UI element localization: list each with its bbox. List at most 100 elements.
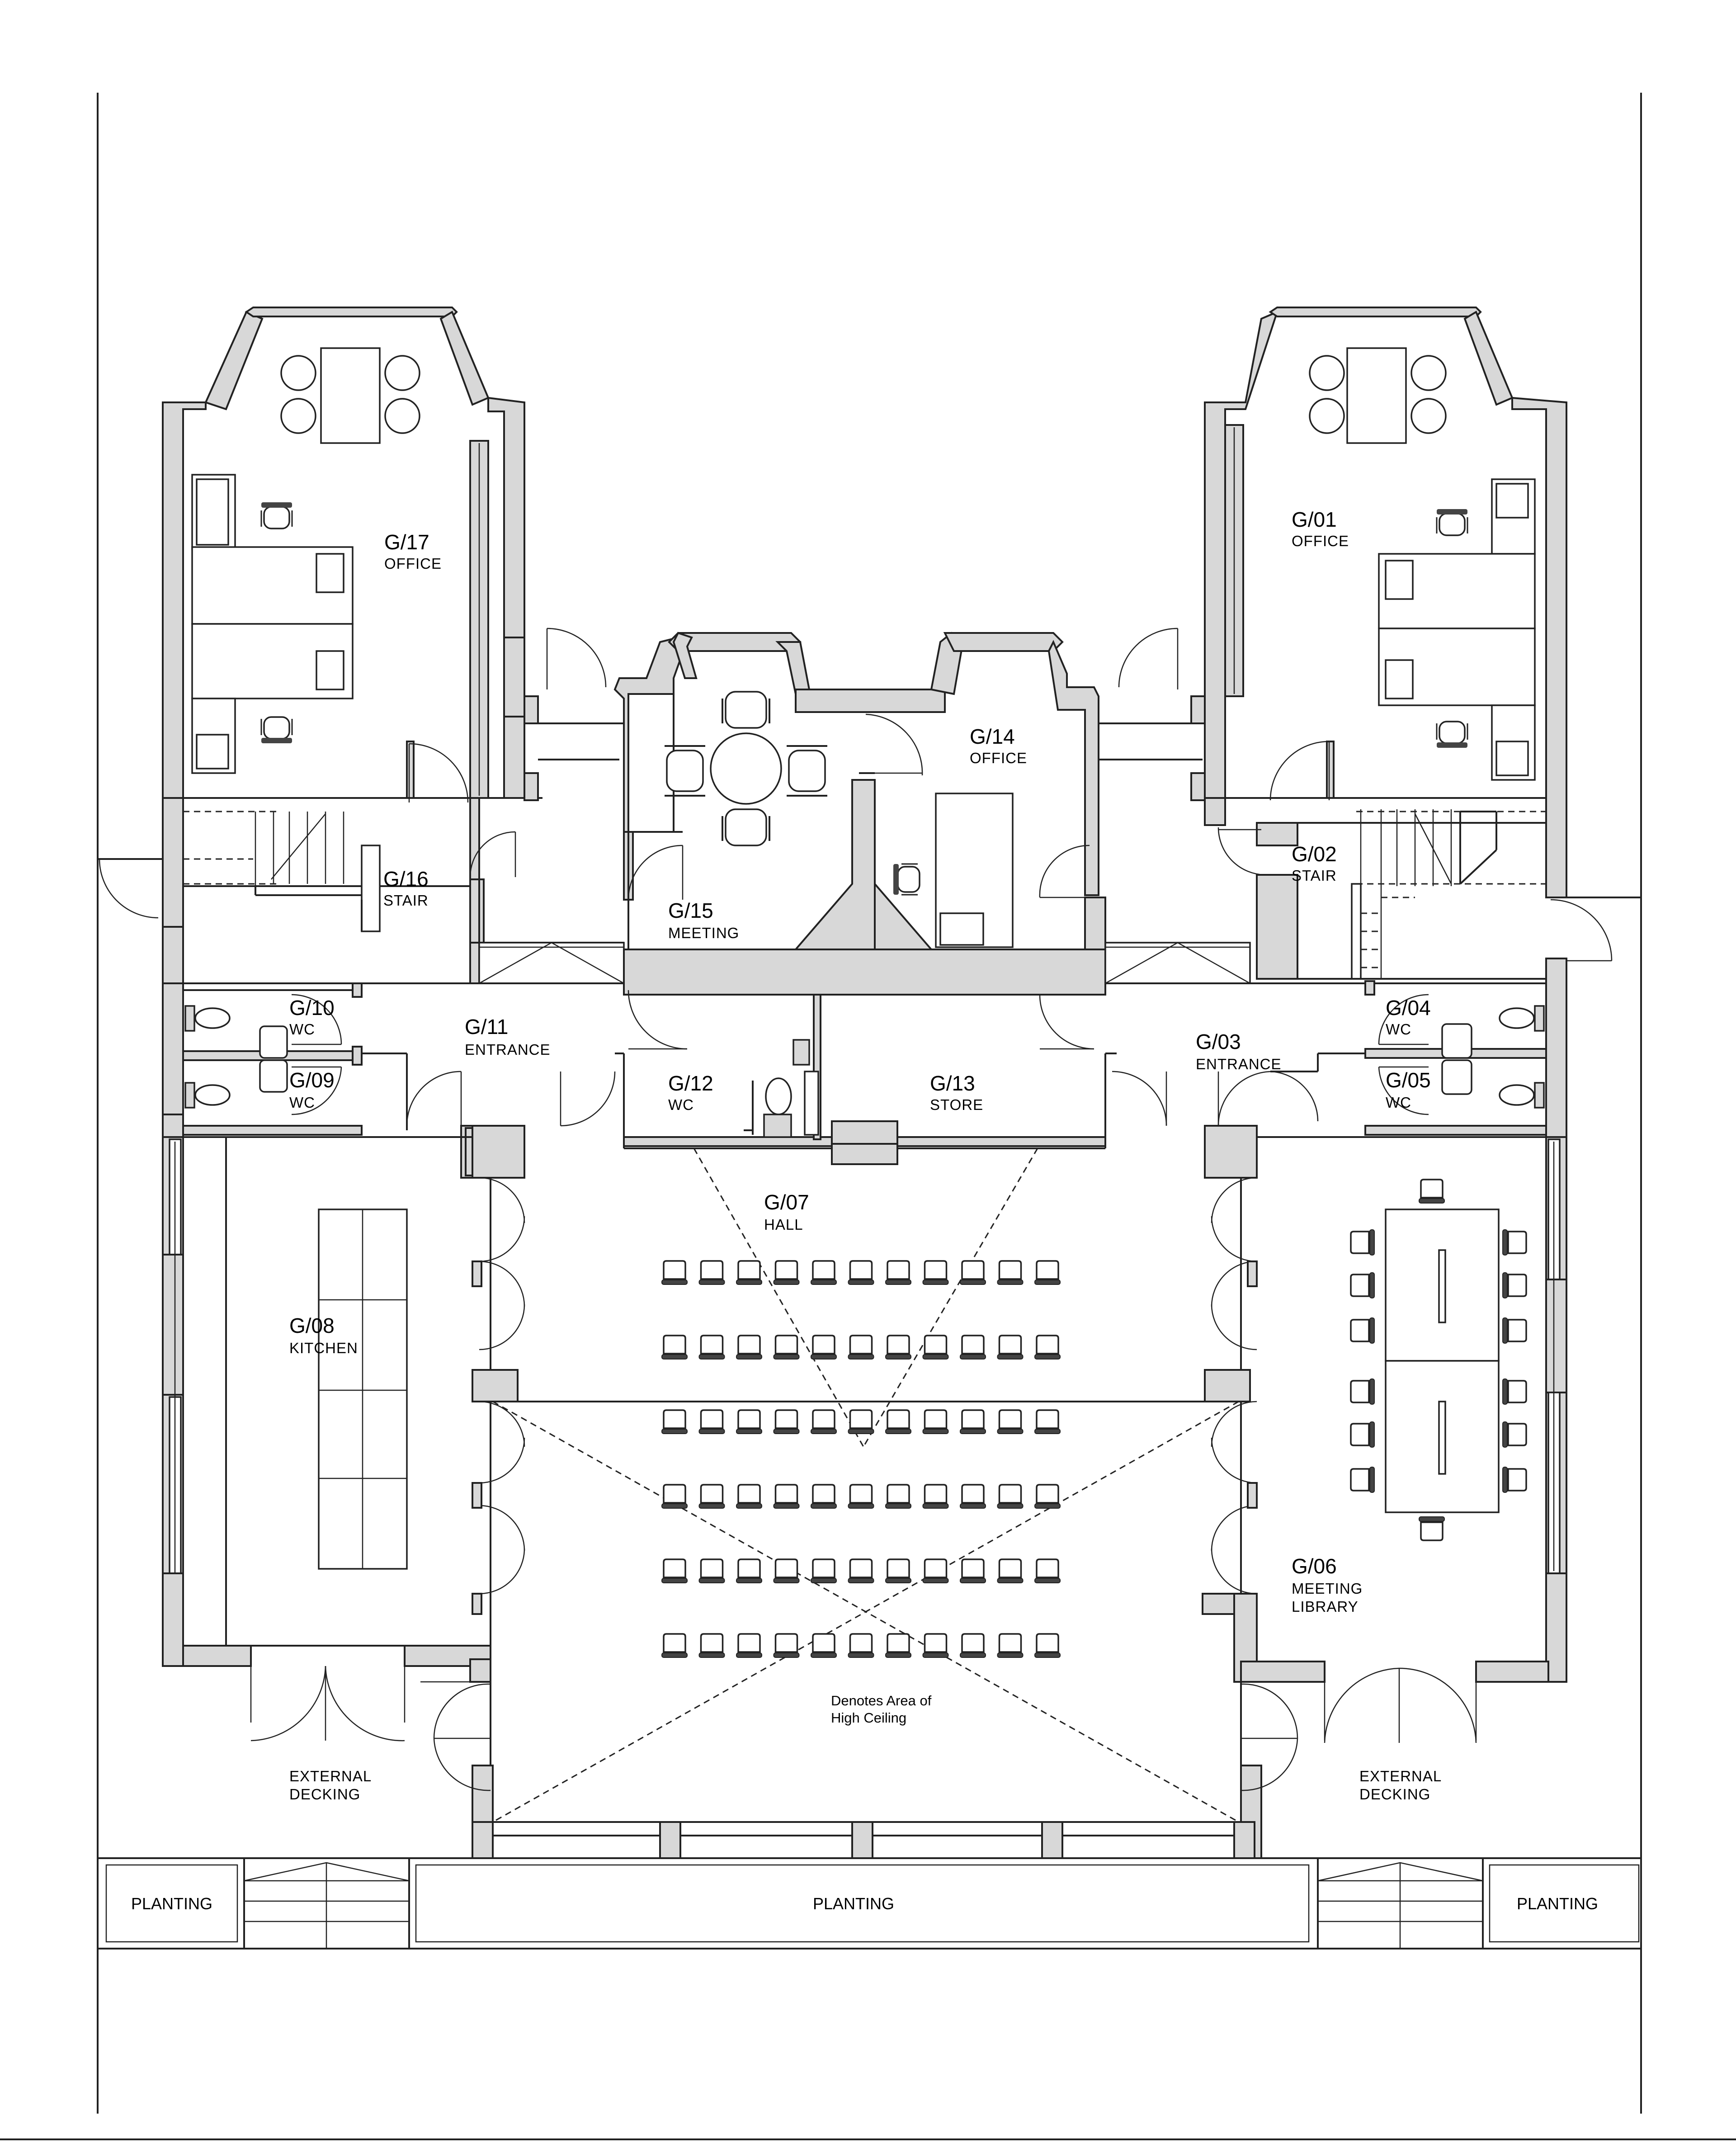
hall-seat <box>698 1633 726 1658</box>
label-g15-name: MEETING <box>668 925 739 941</box>
label-g10-name: WC <box>289 1021 315 1038</box>
lower-walls <box>162 1125 1567 1859</box>
g15-furniture <box>627 691 827 900</box>
note-decking-left-2: DECKING <box>289 1786 360 1803</box>
label-g09-name: WC <box>289 1094 315 1111</box>
hall-seat <box>661 1633 688 1658</box>
planting-strip <box>105 1858 1640 1949</box>
hall-seat <box>661 1260 688 1285</box>
wc-g10-toilet <box>184 1005 231 1032</box>
label-g16-code: G/16 <box>383 867 429 891</box>
hall-seat <box>773 1558 800 1584</box>
hall-seat <box>847 1260 875 1285</box>
label-g07-code: G/07 <box>764 1190 809 1214</box>
hall-seat <box>810 1484 837 1509</box>
hall-seat <box>1034 1558 1061 1584</box>
hall-seat <box>922 1558 949 1584</box>
meeting-chair <box>1502 1229 1527 1256</box>
hall-seat <box>810 1558 837 1584</box>
label-g04-name: WC <box>1386 1021 1411 1038</box>
note-decking-right-2: DECKING <box>1359 1786 1430 1803</box>
label-g12-name: WC <box>668 1096 694 1113</box>
meeting-chair <box>1502 1378 1527 1405</box>
hall-seat <box>959 1335 986 1360</box>
hall-seat <box>698 1260 726 1285</box>
label-g03-name: ENTRANCE <box>1196 1056 1282 1072</box>
hall-seat <box>885 1260 912 1285</box>
hall-seat <box>736 1260 763 1285</box>
hall-seat <box>773 1633 800 1658</box>
label-g07-name: HALL <box>764 1216 803 1233</box>
hall-seat <box>847 1558 875 1584</box>
hall-seat <box>661 1484 688 1509</box>
meeting-chair <box>1502 1317 1527 1344</box>
meeting-chair <box>1350 1317 1375 1344</box>
hall-seat <box>736 1335 763 1360</box>
hall-seat <box>1034 1260 1061 1285</box>
hall-seat <box>885 1633 912 1658</box>
hall-seat <box>996 1558 1024 1584</box>
left-wing-walls <box>162 307 542 984</box>
meeting-chair <box>1350 1466 1375 1493</box>
meeting-chair <box>1502 1272 1527 1299</box>
planting-labels: PLANTING PLANTING PLANTING <box>131 1894 1598 1913</box>
center-top-walls <box>613 632 1106 996</box>
hall-seat <box>698 1558 726 1584</box>
planting-center-label: PLANTING <box>813 1894 894 1913</box>
hall-seat <box>959 1409 986 1435</box>
hall-seat <box>736 1409 763 1435</box>
hall-seat <box>996 1409 1024 1435</box>
hall-seat <box>810 1409 837 1435</box>
label-g16-name: STAIR <box>383 892 429 909</box>
g14-furniture <box>793 713 1090 950</box>
note-decking-right-1: EXTERNAL <box>1359 1768 1442 1784</box>
g16-stair <box>98 743 516 932</box>
label-g08-name: KITCHEN <box>289 1340 358 1356</box>
hall-seat <box>996 1260 1024 1285</box>
hall-seat <box>661 1558 688 1584</box>
label-g02-name: STAIR <box>1292 867 1337 884</box>
g01-furniture <box>1309 347 1536 781</box>
label-g13-code: G/13 <box>930 1072 975 1095</box>
room-labels: G/17 OFFICE G/01 OFFICE G/14 OFFICE G/16… <box>289 508 1431 1615</box>
label-g17-code: G/17 <box>384 530 429 554</box>
hall-seat <box>922 1409 949 1435</box>
hall-seat <box>1034 1633 1061 1658</box>
meeting-chair <box>1502 1421 1527 1448</box>
label-g05-name: WC <box>1386 1094 1411 1111</box>
hall-seat <box>773 1335 800 1360</box>
meeting-chair <box>1418 1179 1445 1204</box>
label-g12-code: G/12 <box>668 1072 713 1095</box>
wc-g05-toilet <box>1499 1082 1545 1109</box>
wc-g04-toilet <box>1499 1005 1545 1032</box>
note-high-ceiling-2: High Ceiling <box>831 1710 906 1726</box>
hall-seat <box>698 1335 726 1360</box>
label-g11-code: G/11 <box>465 1015 508 1038</box>
hall-seat <box>736 1558 763 1584</box>
meeting-chair <box>1418 1516 1445 1541</box>
hall-seat <box>959 1558 986 1584</box>
meeting-chair <box>1350 1421 1375 1448</box>
hall-seating <box>661 1260 1061 1658</box>
label-g15-code: G/15 <box>668 899 713 922</box>
label-g06-name-1: MEETING <box>1292 1580 1363 1597</box>
g02-stair <box>1217 741 1641 980</box>
hall-seat <box>922 1633 949 1658</box>
label-g13-name: STORE <box>930 1096 983 1113</box>
hall-seat <box>922 1335 949 1360</box>
g17-furniture <box>191 347 420 774</box>
hall-seat <box>810 1633 837 1658</box>
label-g04-code: G/04 <box>1386 996 1431 1020</box>
label-g14-code: G/14 <box>970 725 1015 748</box>
label-g10-code: G/10 <box>289 996 335 1020</box>
hall-seat <box>996 1335 1024 1360</box>
label-g06-code: G/06 <box>1292 1554 1337 1578</box>
hall-seat <box>847 1633 875 1658</box>
meeting-chair <box>1350 1378 1375 1405</box>
label-g01-name: OFFICE <box>1292 533 1349 549</box>
label-g02-code: G/02 <box>1292 842 1337 866</box>
hall-seat <box>1034 1409 1061 1435</box>
hall-seat <box>661 1409 688 1435</box>
hall-seat <box>996 1633 1024 1658</box>
notes: Denotes Area of High Ceiling EXTERNAL DE… <box>289 1693 1442 1803</box>
